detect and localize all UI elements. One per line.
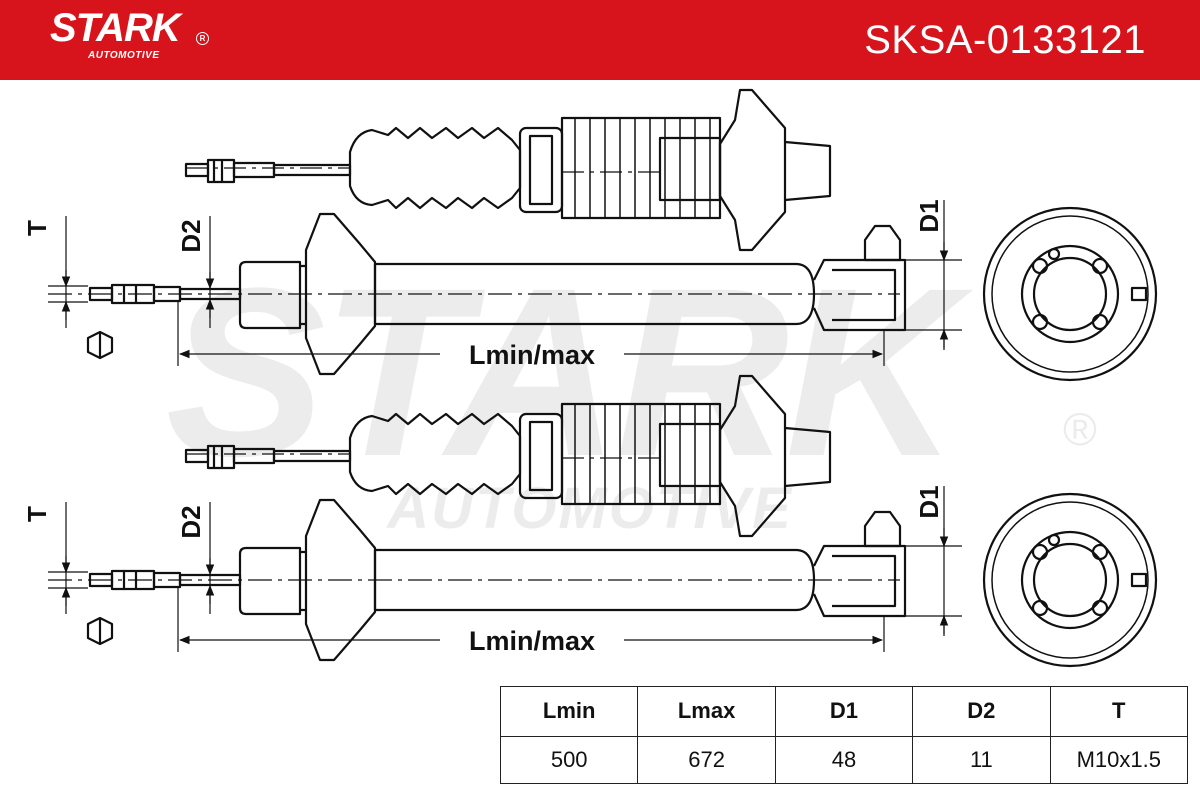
nut-icon-top (86, 330, 114, 360)
watermark-registered: ® (1063, 403, 1097, 455)
dim-thread-top (48, 216, 88, 328)
spec-header-t: T (1049, 686, 1189, 737)
brand-header: STARK R AUTOMOTIVE SKSA-0133121 (0, 0, 1200, 80)
watermark-sub: AUTOMOTIVE (385, 476, 793, 541)
registered-mark-icon: R (196, 32, 209, 45)
label-thread-bottom: T (22, 506, 52, 522)
strut-bottom-group: T D2 D1 Lmin/max (22, 374, 1158, 668)
part-number: SKSA-0133121 (864, 18, 1146, 62)
spec-value-d1: 48 (774, 735, 914, 784)
spec-header-d1: D1 (774, 686, 914, 737)
spec-header-row: Lmin Lmax D1 D2 T (499, 686, 1189, 737)
shock-absorber-drawing: STARK AUTOMOTIVE ® (22, 88, 1158, 668)
mount-end-view-top (982, 206, 1158, 382)
label-thread-top: T (22, 220, 52, 236)
label-rod-diameter-top: D2 (176, 219, 206, 252)
spec-header-lmax: Lmax (637, 686, 776, 737)
mount-end-view-bottom (982, 492, 1158, 668)
label-length-top: Lmin/max (469, 340, 595, 370)
label-eye-diameter-bottom: D1 (914, 485, 944, 518)
strut-assembly-bottom (184, 374, 832, 538)
strut-assembly-top (184, 88, 832, 252)
label-length-bottom: Lmin/max (469, 626, 595, 656)
strut-side-top (48, 212, 907, 376)
strut-top-group: T D2 D1 Lmin/max (22, 88, 1158, 382)
dim-eye-diameter-bottom (905, 486, 962, 636)
nut-icon-bottom (86, 616, 114, 646)
dim-length-bottom (177, 586, 885, 652)
spec-value-row: 500 672 48 11 M10x1.5 (499, 735, 1189, 784)
spec-table: Lmin Lmax D1 D2 T 500 672 48 11 M10x1.5 (499, 686, 1189, 784)
dim-length-top (177, 300, 885, 366)
spec-header-lmin: Lmin (499, 686, 639, 737)
stark-logo-subtitle: AUTOMOTIVE (88, 50, 160, 61)
label-eye-diameter-top: D1 (914, 199, 944, 232)
label-rod-diameter-bottom: D2 (176, 505, 206, 538)
spec-value-lmin: 500 (499, 735, 639, 784)
spec-header-d2: D2 (912, 686, 1051, 737)
dim-thread-bottom (48, 502, 88, 614)
stark-logo-text: STARK (50, 6, 181, 50)
watermark-word: STARK (166, 238, 974, 506)
dim-eye-diameter-top (905, 200, 962, 350)
spec-value-lmax: 672 (637, 735, 776, 784)
spec-value-t: M10x1.5 (1049, 735, 1189, 784)
spec-value-d2: 11 (912, 735, 1051, 784)
